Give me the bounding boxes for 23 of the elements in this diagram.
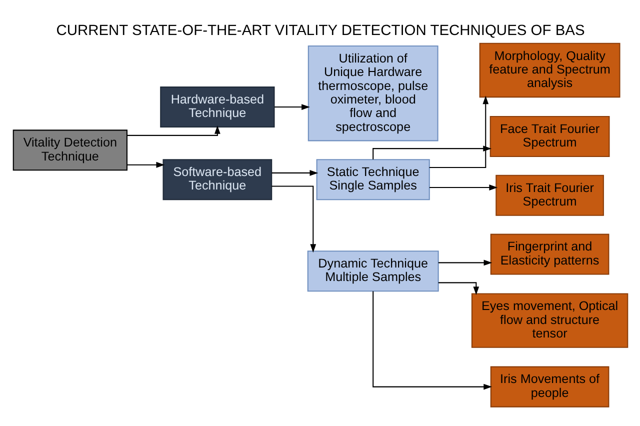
node-box: Fingerprint and Elasticity patterns xyxy=(490,234,609,275)
node-box: Software-based Technique xyxy=(162,159,272,200)
arrow xyxy=(428,184,498,190)
node-box: Face Trait Fourier Spectrum xyxy=(489,116,610,157)
node-box: Iris Movements of people xyxy=(490,366,609,408)
arrow xyxy=(428,96,488,168)
node-box: Utilization of Unique Hardware thermoscope, pulse oximeter, blood flow and spectroscope xyxy=(307,46,438,142)
arrow xyxy=(126,162,164,168)
node-box: Iris Trait Fourier Spectrum xyxy=(495,174,604,216)
arrow xyxy=(126,125,220,136)
arrow xyxy=(271,186,316,253)
node-box: Dynamic Technique Multiple Samples xyxy=(306,250,438,292)
arrow xyxy=(438,282,479,296)
node-box: Eyes movement, Optical flow and structure tensor xyxy=(470,293,628,348)
arrow xyxy=(372,291,492,390)
arrow xyxy=(438,260,492,266)
node-box: Static Technique Single Samples xyxy=(316,159,430,200)
node-box: Morphology, Quality feature and Spectrum analysis xyxy=(478,42,620,98)
arrow xyxy=(271,170,318,176)
node-box: Vitality Detection Technique xyxy=(12,130,127,171)
arrow xyxy=(274,104,310,110)
diagram-title: CURRENT STATE-OF-THE-ART VITALITY DETECTION TECHNIQUES OF BAS xyxy=(56,23,584,40)
node-box: Hardware-based Technique xyxy=(160,86,274,128)
